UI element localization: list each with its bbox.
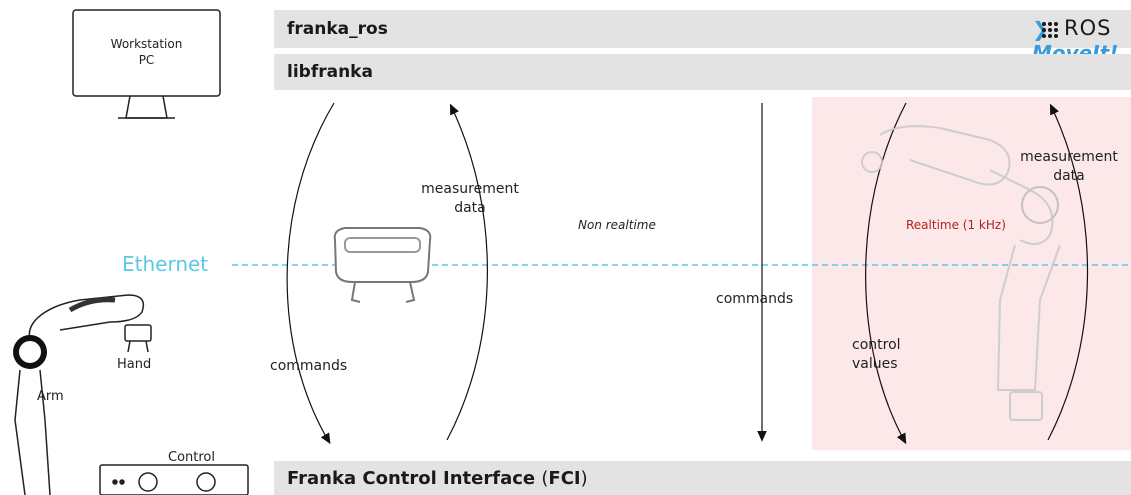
ros-logo-text: ROS [1064,16,1112,40]
arm-label: Arm [37,389,64,404]
left-commands-label: commands [270,358,348,374]
franka-ros-title: franka_ros [287,19,388,39]
fci-paren-close: ) [580,468,588,489]
left-measurement-arrow [446,103,488,441]
hand-label: Hand [117,357,152,372]
monitor-icon [72,9,221,119]
fci-acronym: FCI [548,468,581,489]
non-realtime-label: Non realtime [578,218,656,232]
libfranka-bar: libfranka [274,54,1131,90]
control-values-label: control values [852,337,901,372]
robot-arm-illustration [861,125,1061,421]
libfranka-title: libfranka [287,62,373,82]
control-label: Control [168,450,215,465]
fci-title: Franka Control Interface (FCI) [287,468,588,489]
realtime-measurement-label: measurement data [1020,149,1118,184]
ethernet-label: Ethernet [122,252,209,276]
ros-logo: ROS [1064,16,1111,40]
left-commands-arrow [286,102,335,445]
ros-dots-icon [1042,22,1058,38]
realtime-label: Realtime (1 kHz) [906,218,1006,232]
fci-bar: Franka Control Interface (FCI) [274,461,1131,495]
workstation-label: Workstation PC [110,37,183,67]
left-measurement-label: measurement data [421,181,519,216]
realtime-control-arrow [865,102,907,445]
fci-paren-open: ( [541,468,549,489]
right-commands-label: commands [716,291,794,307]
realtime-measurement-arrow [1047,103,1089,441]
fci-title-main: Franka Control Interface [287,468,542,489]
robot-arm-icon [13,294,249,495]
gripper-illustration [333,227,432,303]
